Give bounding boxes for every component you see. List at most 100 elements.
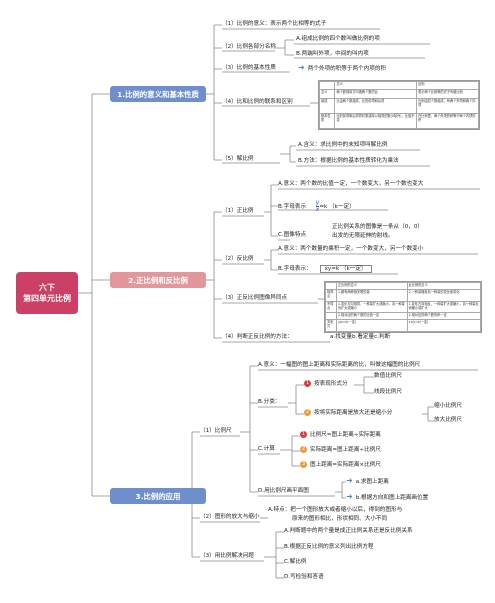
s3-enlarge-scale[interactable]: 放大比例尺: [434, 417, 462, 423]
s1-table-head-1: 意义: [334, 80, 418, 91]
s1-item-compare[interactable]: （4）比和比例的联系和区别: [222, 99, 293, 105]
s2-table-cell: 2.相对应的两个数的比值一定: [335, 312, 408, 321]
s1-table-head-2: 区别: [416, 80, 479, 91]
s3-item-solve-problems[interactable]: （3）用比例解决问题: [200, 553, 254, 559]
section-2-title: 2.正比例和反比例: [128, 275, 188, 285]
s2-table-head-1: 正比例的意义: [335, 282, 408, 290]
s1-item-parts[interactable]: （2）比例各部分名称: [222, 44, 276, 50]
s2-table-cell: 相同点: [325, 288, 337, 302]
s3-calc-formula-2-text: 实际距离=图上距离÷比例尺: [310, 447, 381, 453]
s1-table-cell: 比例由四个数组成，有两个外项和两个内项: [416, 97, 479, 114]
s3-classify-by-form-text: 按表现形式分: [314, 381, 348, 387]
s2-table-cell: 关系式: [325, 319, 337, 332]
section-1-topic[interactable]: 1.比例的意义和基本性质: [110, 86, 206, 102]
fraction-denominator: x: [315, 206, 320, 213]
badge-number-icon: 1: [300, 431, 307, 438]
arrow-right-icon: ➜: [346, 492, 353, 501]
s3-classify-by-size-text: 按将实际距离是放大还是缩小分: [314, 410, 393, 416]
s3-scale-meaning[interactable]: A.意义：一幅图的图上距离和实际距离的比，叫做这幅图的比例尺: [258, 362, 421, 368]
s3-draw-step-b-text: b.根据方向和图上距离画位置: [355, 495, 429, 501]
s2-judge-steps[interactable]: a.找变量b.看定量c.判断: [330, 334, 391, 340]
s2-inverse-meaning[interactable]: A.意义：两个数量的乘积一定，一个数变大，另一个数变小: [278, 246, 424, 252]
s2-inverse-letter[interactable]: B.字母表示： xy=k （k一定）: [278, 265, 372, 273]
s2-item-graph-compare[interactable]: （3）正反比例图像异同点: [222, 295, 288, 301]
s3-zoom-feature-line2: 原来的图形相比，形状相同、大小不同: [292, 516, 388, 522]
s3-draw-step-a[interactable]: ➜a.求图上距离: [346, 477, 389, 486]
s2-direct-letter-rest: =k （k一定）: [319, 204, 355, 210]
root-title-line1: 六下: [39, 283, 55, 292]
s2-item-inverse[interactable]: （2）反比例: [222, 256, 254, 262]
s3-solve-step-a[interactable]: A.判断题中的两个量是成正比例关系还是反比例关系: [284, 528, 413, 534]
s2-inverse-formula: xy=k （k一定）: [319, 265, 372, 273]
s2-table-cell: 1.变化方向相同，一种量扩大或缩小，另一种量也扩大或缩小: [335, 300, 408, 314]
s1-item-solve[interactable]: （5）解比例: [222, 156, 254, 162]
s3-item-zoom[interactable]: （2）图形的放大与缩小: [200, 514, 260, 520]
s2-table-cell: 2.一种量随着另一种量的变化而变化: [406, 288, 482, 302]
s1-table-cell: 意义: [318, 89, 336, 99]
s2-table-cell: 不同点: [325, 300, 337, 314]
s2-item-judge[interactable]: （4）判断正反比例的方法：: [222, 334, 293, 340]
s1-item-solve-b[interactable]: B.方法：根据比例的基本性质转化为乘法: [298, 158, 399, 164]
s2-item-direct[interactable]: （1）正比例: [222, 208, 254, 214]
s1-item-parts-a[interactable]: A.组成比例的四个数叫做比例的项: [296, 36, 380, 42]
s1-table-cell: 组成: [318, 97, 336, 114]
badge-number-icon: 3: [300, 461, 307, 468]
root-topic[interactable]: 六下 第四单元比例: [16, 272, 78, 314]
badge-number-icon: 2: [300, 446, 307, 453]
s1-table-cell: 基本性质: [318, 112, 336, 130]
s2-direct-meaning[interactable]: A.意义：两个数的比值一定，一个数变大，另一个数也变大: [278, 181, 424, 187]
s2-table-cell: 1.都有两种相关联的量: [335, 288, 408, 302]
s2-direct-graph-line2: 出发的无限延伸的射线。: [332, 233, 394, 239]
root-title-line2: 第四单元比例: [23, 294, 71, 303]
s1-item-solve-a[interactable]: A.含义：求比例中的未知项叫解比例: [298, 142, 388, 148]
s1-item-meaning[interactable]: （1）比例的意义：表示两个比相等的式子: [222, 21, 327, 27]
s2-table-cell: [325, 312, 337, 321]
s3-solve-step-b[interactable]: B.根据正反比例的意义列出比例方程: [284, 544, 374, 550]
s2-direct-graph-line1: 正比例关系的图像是一条从（0，0）: [332, 224, 424, 230]
arrow-right-icon: ➜: [346, 476, 353, 485]
s3-calc-formula-1-text: 比例尺=图上距离÷实际距离: [310, 432, 381, 438]
s3-reduce-scale[interactable]: 缩小比例尺: [434, 403, 462, 409]
s1-property-text: 两个外项的积等于两个内项的积: [307, 66, 387, 72]
s2-direct-letter-label: B.字母表示: [278, 204, 306, 210]
s3-calc-formula-3-text: 图上距离=实际距离×比例尺: [310, 462, 381, 468]
s3-solve-step-d[interactable]: D.写检验和答语: [284, 574, 324, 580]
s1-table-cell: 比由两个数组成，比的前项和后项: [334, 97, 418, 114]
s3-line-scale[interactable]: 线段比例尺: [374, 389, 402, 395]
badge-number-icon: 1: [304, 380, 311, 387]
section-3-title: 3.比例的应用: [135, 491, 181, 501]
s3-solve-step-c[interactable]: C.解比例: [284, 559, 307, 565]
s2-inverse-letter-label: B.字母表示：: [278, 266, 312, 272]
section-3-topic[interactable]: 3.比例的应用: [110, 488, 206, 504]
s3-scale-calc[interactable]: C.计算: [258, 446, 275, 452]
s1-table-cell: 在比例里，两个外项的积等于两个内项的积: [416, 112, 479, 130]
s3-item-scale[interactable]: （1）比例尺: [200, 428, 232, 434]
s1-table-cell: 比的前项和后项同时乘或除以相同的数(0除外)，比值不变: [334, 112, 418, 130]
arrow-right-icon: ➜: [298, 63, 305, 72]
s1-item-property[interactable]: （3）比例的基本性质: [222, 65, 276, 71]
s1-item-property-detail[interactable]: ➜两个外项的积等于两个内项的积: [298, 64, 386, 73]
s3-scale-draw[interactable]: D.用比例尺画平面图: [258, 488, 309, 494]
s1-table-head-0: [318, 80, 336, 91]
s2-table-head-2: 反比例的意义: [406, 282, 482, 290]
s3-zoom-feature-line1[interactable]: A.特点：把一个图形放大或者缩小以后，得到的图形与: [268, 507, 403, 513]
section-2-topic[interactable]: 2.正比例和反比例: [110, 272, 206, 288]
s2-table-cell: 1.变化方向相反，一种量扩大或缩小，另一种量反而缩小或扩大: [406, 300, 482, 314]
s1-item-parts-b[interactable]: B.两端叫外项，中间的叫内项: [296, 51, 369, 57]
s1-table-cell: 表示两个比相等的式子叫做比例: [416, 89, 479, 99]
s2-direct-graph[interactable]: C.图像特点: [278, 232, 307, 238]
section-1-title: 1.比例的意义和基本性质: [117, 89, 199, 99]
s2-table-cell: y/x=k(一定): [335, 319, 408, 332]
s3-scale-classify[interactable]: B.分类：: [258, 399, 281, 405]
s2-table-head-0: [325, 282, 337, 290]
s3-draw-step-b[interactable]: ➜b.根据方向和图上距离画位置: [346, 493, 428, 502]
s3-numeric-scale[interactable]: 数值比例尺: [374, 373, 402, 379]
